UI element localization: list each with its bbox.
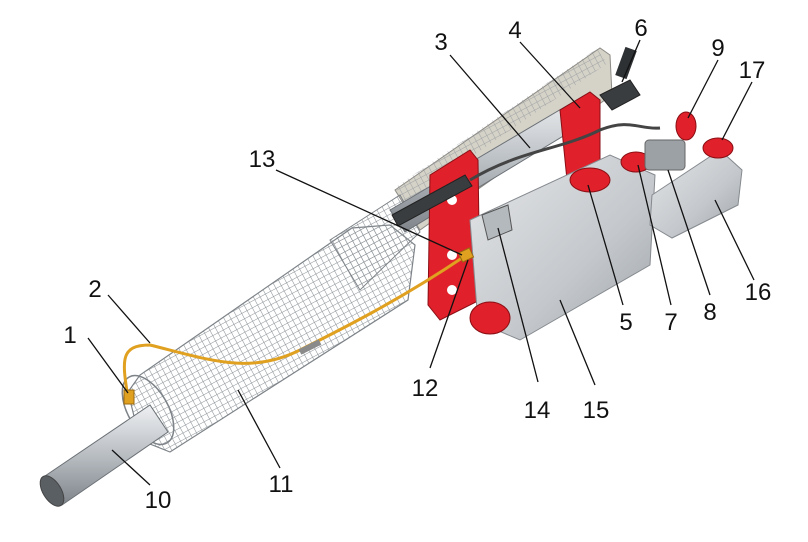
- orange-hose: [122, 254, 466, 399]
- leader-line-3: [449, 54, 531, 149]
- leader-line-13: [275, 169, 463, 256]
- label-5: 5: [619, 309, 632, 336]
- leader-line-11: [237, 389, 281, 469]
- machine-illustration: [39, 46, 743, 507]
- leader-line-8: [667, 169, 711, 296]
- leader-line-15: [559, 299, 596, 386]
- label-17: 17: [739, 57, 766, 84]
- nozzle: [123, 389, 135, 405]
- leader-line-9: [687, 59, 719, 119]
- label-2: 2: [88, 276, 101, 303]
- leader-line-7: [637, 164, 672, 306]
- label-1: 1: [63, 322, 76, 349]
- label-12: 12: [412, 375, 439, 402]
- label-15: 15: [583, 397, 610, 424]
- label-9: 9: [711, 35, 724, 62]
- label-6: 6: [634, 15, 647, 42]
- label-13: 13: [249, 146, 276, 173]
- label-8: 8: [703, 299, 716, 326]
- valve: [481, 204, 513, 241]
- leader-line-4: [519, 41, 581, 109]
- part-labels: 1 2 3 4 5 6 7 8 9 10 11 12 13 14 15 16 1…: [63, 15, 771, 514]
- label-7: 7: [664, 309, 677, 336]
- leader-line-6: [621, 39, 641, 83]
- tank-cap-5: [569, 167, 611, 193]
- leader-line-14: [497, 227, 539, 383]
- red-gear-9: [675, 111, 697, 141]
- hose: [469, 123, 661, 182]
- leader-line-12: [429, 259, 469, 369]
- label-14: 14: [524, 397, 551, 424]
- label-11: 11: [269, 471, 294, 498]
- fuel-cap-17: [702, 137, 734, 159]
- leader-lines: [87, 39, 755, 486]
- label-16: 16: [745, 279, 772, 306]
- leader-line-10: [111, 449, 151, 486]
- label-4: 4: [508, 17, 521, 44]
- leader-line-17: [721, 81, 753, 141]
- leader-line-2: [107, 294, 151, 344]
- leader-line-1: [87, 337, 129, 394]
- handle: [391, 174, 473, 227]
- leader-line-5: [587, 184, 624, 306]
- leader-line-16: [714, 199, 755, 281]
- label-10: 10: [145, 487, 172, 514]
- label-3: 3: [434, 29, 447, 56]
